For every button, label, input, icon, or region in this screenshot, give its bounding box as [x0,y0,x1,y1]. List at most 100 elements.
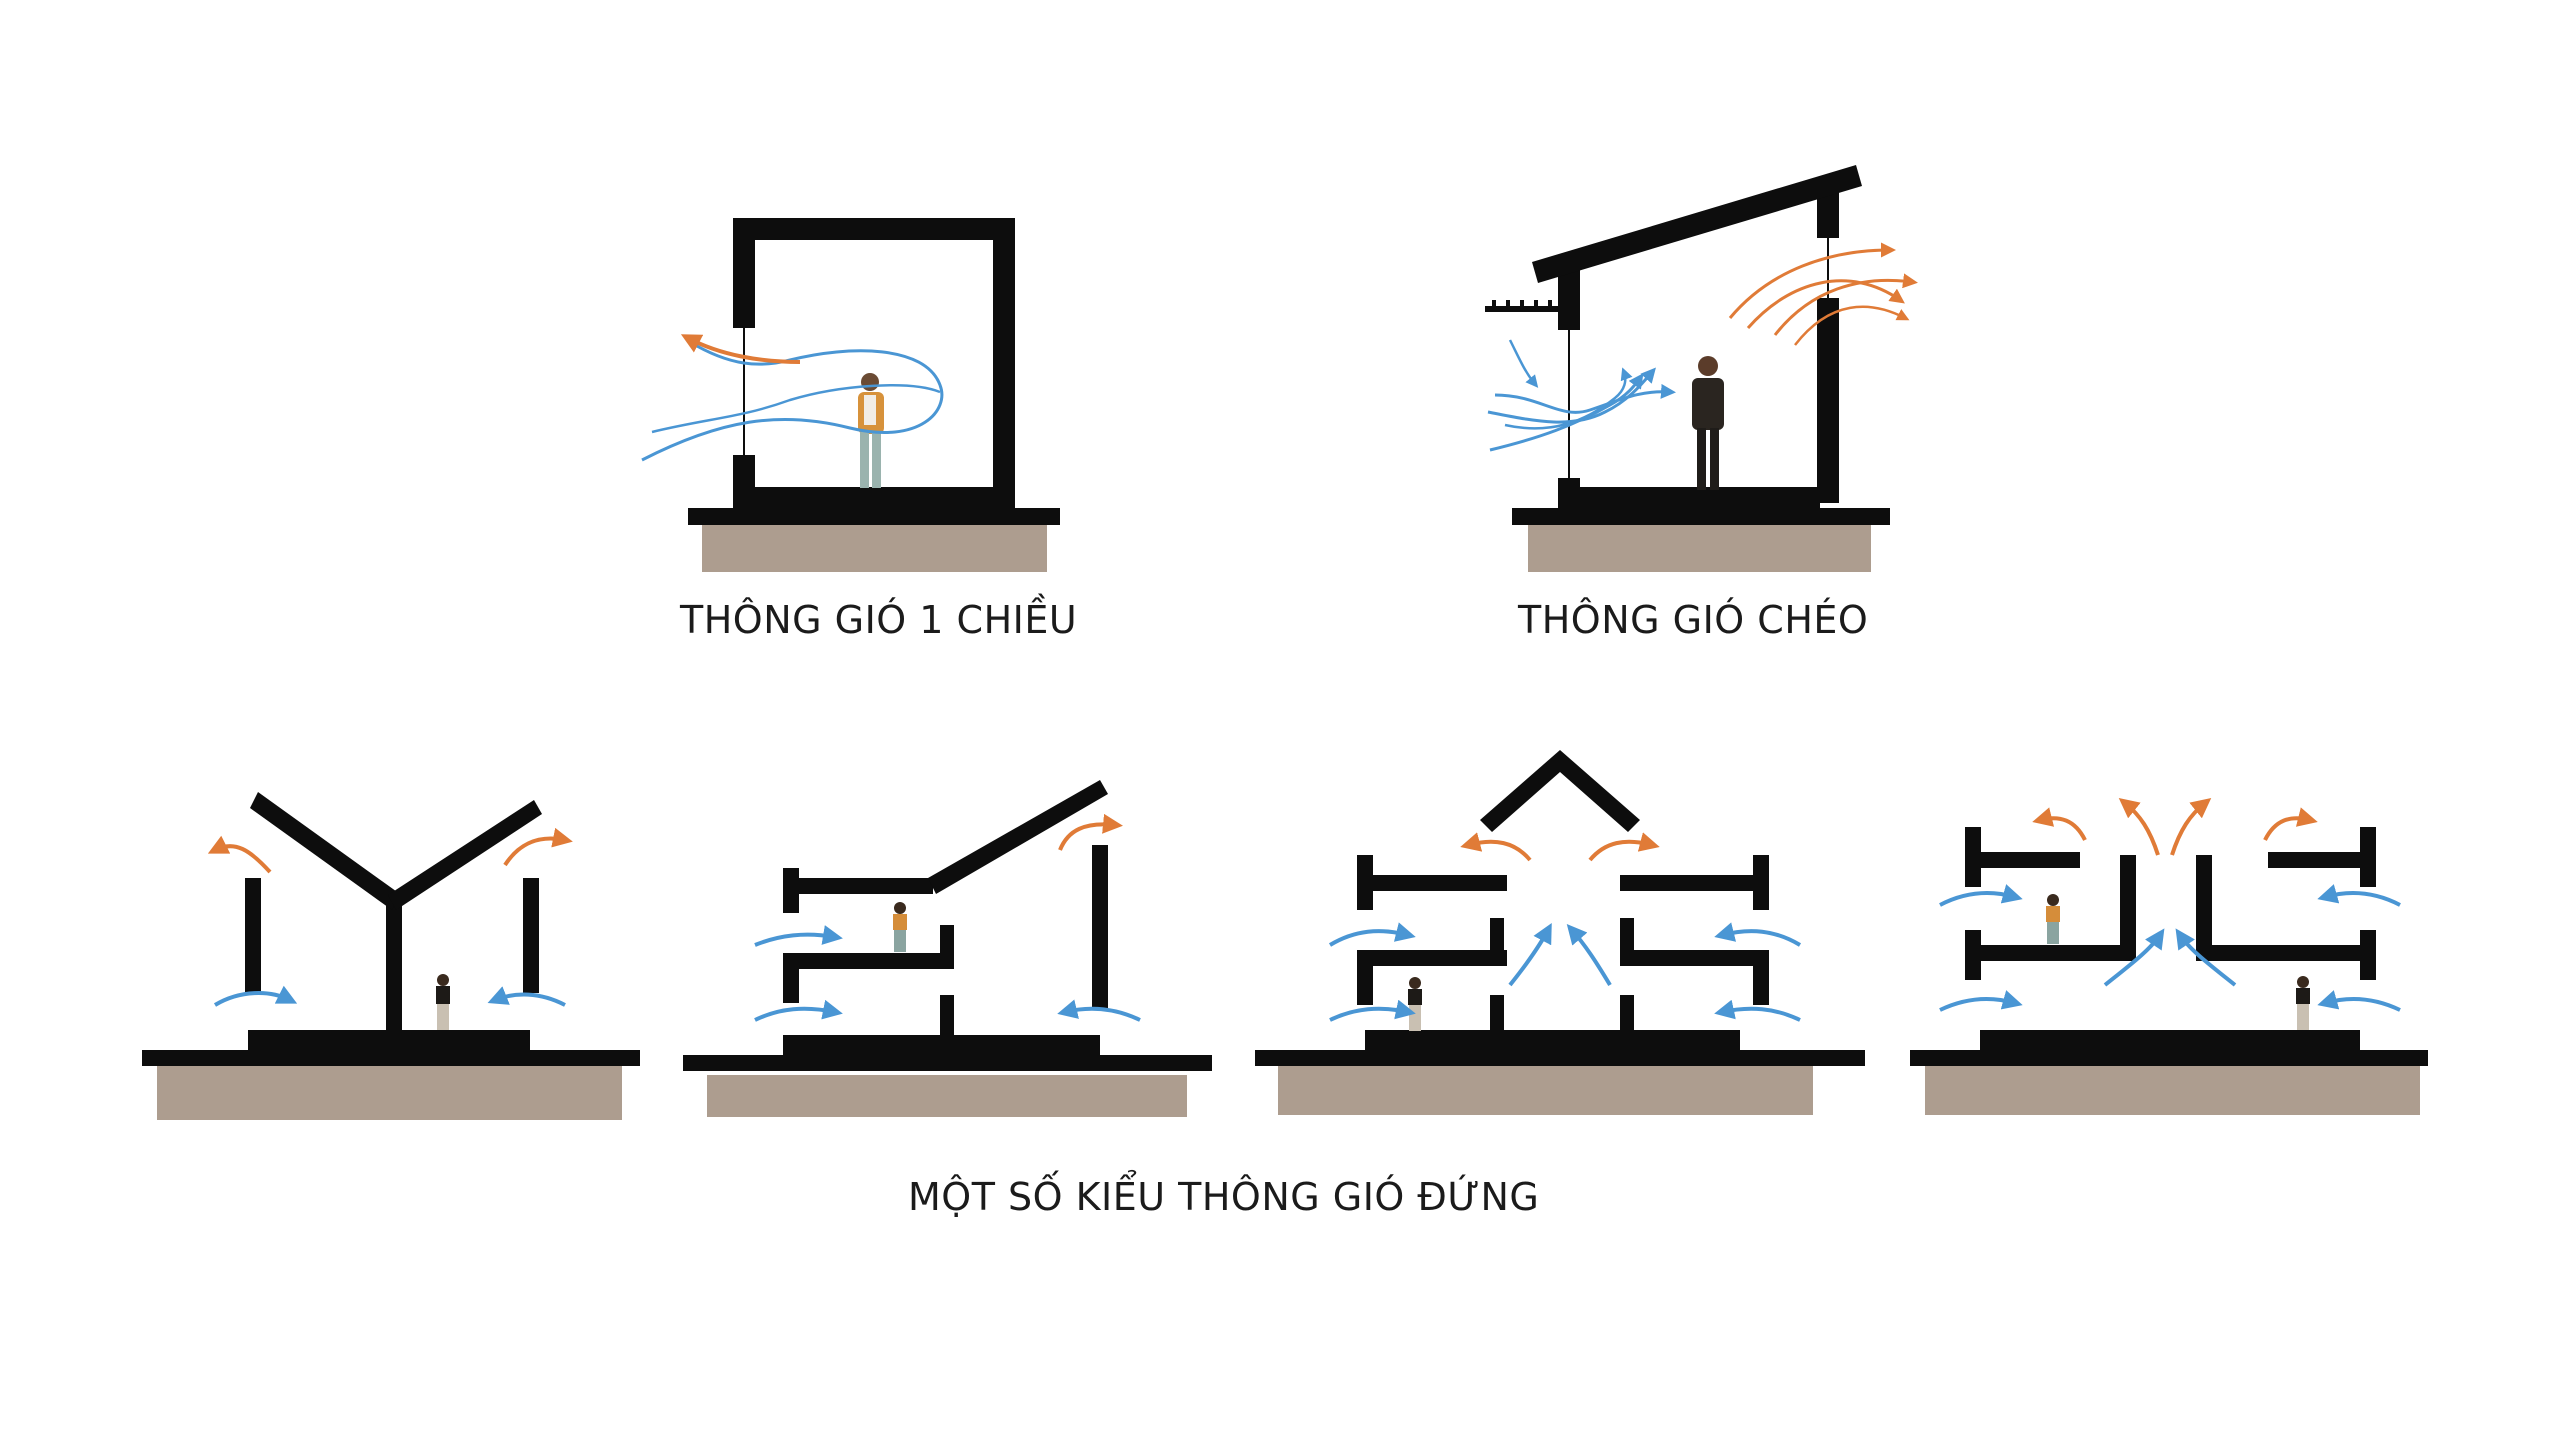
airflow-out-arrow [680,334,801,364]
left-wall [245,878,261,993]
right-wall [523,878,539,993]
airflow-in-arrow [1714,999,1801,1022]
airflow-in-arrow [2103,928,2165,987]
caption-cross: THÔNG GIÓ CHÉO [1518,598,1869,642]
right-wall-lower [1817,298,1839,503]
airflow-in-arrow [651,384,941,434]
upper-slab [783,878,933,894]
sloped-roof [1532,165,1862,283]
right-wall-upper [1817,190,1839,238]
left-wall-lower [733,455,755,495]
airflow-in-arrow [641,340,944,462]
stack-variant-split-level [683,780,1212,1117]
floor-slab [1512,487,1890,525]
left-wall-lower [783,963,799,1003]
airflow-in-arrow [754,999,843,1022]
right-lower-column [1620,995,1634,1040]
sloped-roof [928,780,1108,894]
roof-right [388,800,542,910]
right-mid-slab [1620,950,1769,966]
ground [1278,1065,1813,1115]
person-icon [1692,356,1724,490]
right-wall [1092,845,1108,1010]
airflow-in-arrow [1057,999,1141,1022]
airflow-out-arrow [2170,798,2212,856]
ground [1925,1065,2420,1115]
ground [707,1075,1187,1117]
airflow-in-arrow [754,925,843,947]
floor-slab [683,1035,1212,1071]
right-mid-wall [1620,918,1634,966]
airflow-out-arrow [503,827,573,867]
roof [733,218,1015,240]
airflow-out-arrow [1460,832,1532,862]
lower-column [940,995,954,1040]
airflow-in-arrow [1508,922,1552,987]
floor-slab [688,487,1060,525]
gable-roof [1480,750,1640,832]
left-wall-lower [1357,960,1373,1005]
airflow-in-arrow [1489,373,1644,452]
stack-variant-atrium [1910,798,2428,1115]
left-roof-slab [1965,852,2080,868]
floor-slab [1255,1030,1865,1066]
person-icon [2046,894,2060,944]
airflow-in-arrow [1508,339,1539,388]
left-wall-lower [1558,478,1580,498]
ground [157,1065,622,1120]
airflow-out-arrow [2032,807,2087,841]
right-wall-upper [2360,827,2376,887]
person-icon [893,902,907,952]
stack-variant-gable-void [1255,750,1865,1115]
left-wall-upper [1558,270,1580,330]
mid-wall [940,925,954,969]
mid-slab [783,953,948,969]
left-wall-upper [733,218,755,328]
airflow-out-arrow [1794,305,1910,346]
airflow-in-arrow [1939,990,2023,1012]
left-mid-slab [1357,950,1507,966]
airflow-in-arrow [213,985,298,1007]
airflow-out-arrow [1588,832,1660,862]
stack-variant-butterfly [142,792,640,1120]
airflow-in-arrow [1494,383,1676,414]
ground [702,520,1047,572]
caption-stack: MỘT SỐ KIỂU THÔNG GIÓ ĐỨNG [908,1175,1540,1219]
airflow-in-arrow [1328,922,1416,947]
awning [1485,306,1560,312]
airflow-in-arrow [1504,367,1633,430]
floor-slab [142,1030,640,1066]
section-cross [1485,165,1918,572]
caption-single-sided: THÔNG GIÓ 1 CHIỀU [680,598,1078,642]
left-upper-slab [1357,875,1507,891]
airflow-out-arrow [1773,273,1918,336]
airflow-in-arrow [487,986,566,1007]
left-void-wall [2120,855,2136,961]
left-lower-column [1490,995,1504,1040]
ground [1528,520,1871,572]
person-icon [1408,977,1422,1031]
person-icon [436,974,450,1030]
awning-ticks [1492,300,1552,308]
airflow-in-arrow [2317,884,2401,907]
right-wall-lower [1753,960,1769,1005]
right-wall-lower [2360,930,2376,980]
left-mid-slab [1965,945,2135,961]
right-wall [993,218,1015,508]
right-roof-slab [2268,852,2376,868]
section-single-sided [641,218,1060,572]
airflow-out-arrow [1728,242,1896,319]
person-icon [2296,976,2310,1030]
left-mid-wall [1490,918,1504,966]
airflow-in-arrow [1939,884,2023,907]
center-column [386,900,402,1035]
roof-left [250,792,400,910]
airflow-out-arrow [2118,798,2160,856]
airflow-out-arrow [2263,807,2318,841]
airflow-out-arrow [207,835,272,874]
airflow-in-arrow [2317,990,2401,1012]
airflow-in-arrow [1566,923,1612,987]
floor-slab [1910,1030,2428,1066]
